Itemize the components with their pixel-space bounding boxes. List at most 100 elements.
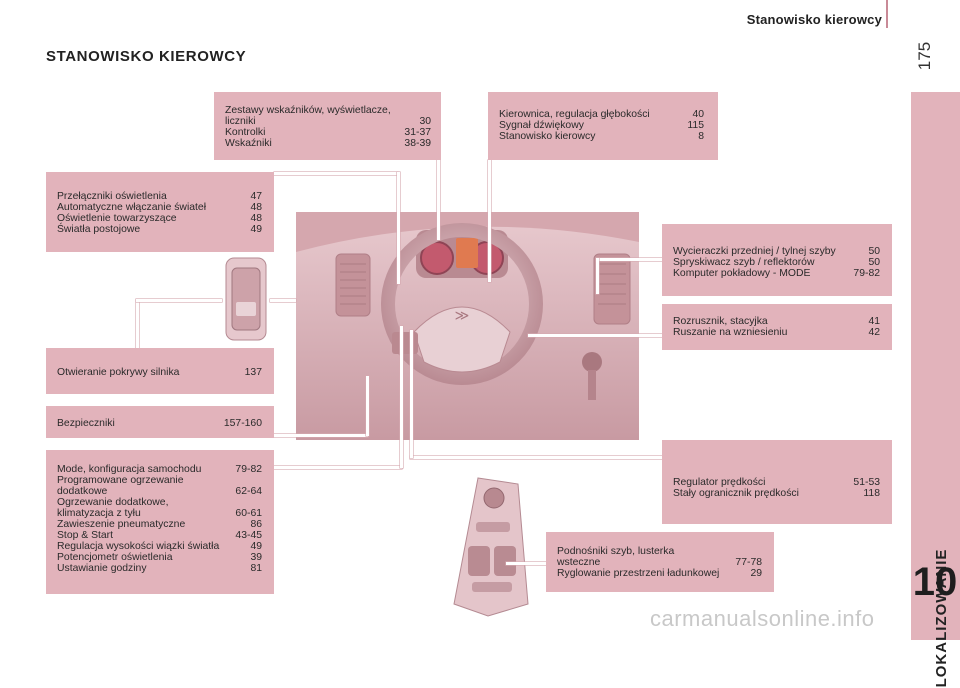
entry-label: Zawieszenie pneumatyczne <box>57 519 186 530</box>
modes-entry[interactable]: Regulacja wysokości wiązki światła 49 <box>57 541 262 552</box>
wipers-entry[interactable]: Komputer pokładowy - MODE 79-82 <box>673 268 880 279</box>
entry-page-ref[interactable]: 118 <box>863 488 880 499</box>
connector-windows <box>506 562 546 565</box>
entry-label: Komputer pokładowy - MODE <box>673 268 811 279</box>
entry-page-ref[interactable]: 30 <box>419 116 431 127</box>
entry-page-ref[interactable]: 31-37 <box>404 127 431 138</box>
entry-page-ref[interactable]: 8 <box>698 131 704 142</box>
entry-label: Spryskiwacz szyb / reflektorów <box>673 257 815 268</box>
connector-cruise <box>410 456 662 459</box>
entry-page-ref[interactable]: 50 <box>868 246 880 257</box>
lighting-entry[interactable]: Przełączniki oświetlenia 47 <box>57 191 262 202</box>
connector-modes <box>274 466 402 469</box>
fuses-entry[interactable]: Bezpieczniki 157-160 <box>57 418 262 429</box>
entry-page-ref[interactable]: 157-160 <box>223 418 262 429</box>
entry-label: Automatyczne włączanie świateł <box>57 202 207 213</box>
entry-page-ref[interactable]: 115 <box>687 120 704 131</box>
connector-modes-up <box>400 326 403 468</box>
entry-label: Stop & Start <box>57 530 114 541</box>
entry-label: Ustawianie godziny <box>57 563 147 574</box>
modes-entry[interactable]: Stop & Start 43-45 <box>57 530 262 541</box>
modes-entry[interactable]: Ogrzewanie dodatkowe, klimatyzacja z tył… <box>57 497 262 519</box>
entry-page-ref[interactable]: 49 <box>250 224 262 235</box>
wipers-entry[interactable]: Wycieraczki przedniej / tylnej szyby 50 <box>673 246 880 257</box>
header-rule <box>886 0 888 28</box>
entry-page-ref[interactable]: 137 <box>244 367 262 378</box>
entry-page-ref[interactable]: 39 <box>250 552 262 563</box>
connector-wipers <box>596 258 662 261</box>
entry-page-ref[interactable]: 86 <box>250 519 262 530</box>
entry-page-ref[interactable]: 41 <box>868 316 880 327</box>
instruments-entry[interactable]: Zestawy wskaźników, wyświetlacze, liczni… <box>225 105 431 127</box>
entry-page-ref[interactable]: 62-64 <box>235 486 262 497</box>
connector-lighting <box>274 172 398 175</box>
entry-page-ref[interactable]: 79-82 <box>235 464 262 475</box>
entry-page-ref[interactable]: 81 <box>250 563 262 574</box>
entry-label: Wycieraczki przedniej / tylnej szyby <box>673 246 836 257</box>
modes-entry[interactable]: Zawieszenie pneumatyczne 86 <box>57 519 262 530</box>
entry-label: Stanowisko kierowcy <box>499 131 596 142</box>
entry-page-ref[interactable]: 48 <box>250 202 262 213</box>
entry-page-ref[interactable]: 38-39 <box>404 138 431 149</box>
instruments-box: Zestawy wskaźników, wyświetlacze, liczni… <box>214 92 441 160</box>
cruise-entry[interactable]: Regulator prędkości 51-53 <box>673 477 880 488</box>
entry-page-ref[interactable]: 43-45 <box>235 530 262 541</box>
fuses-box: Bezpieczniki 157-160 <box>46 406 274 438</box>
connector-fuses-up <box>366 376 369 436</box>
entry-label: Regulator prędkości <box>673 477 766 488</box>
entry-label: Regulacja wysokości wiązki światła <box>57 541 220 552</box>
entry-label: Programowane ogrzewanie dodatkowe <box>57 475 184 497</box>
entry-page-ref[interactable]: 79-82 <box>853 268 880 279</box>
entry-page-ref[interactable]: 47 <box>250 191 262 202</box>
modes-entry[interactable]: Programowane ogrzewanie dodatkowe 62-64 <box>57 475 262 497</box>
lighting-entry[interactable]: Oświetlenie towarzyszące 48 <box>57 213 262 224</box>
steering-entry[interactable]: Stanowisko kierowcy 8 <box>499 131 704 142</box>
instruments-entry[interactable]: Wskaźniki 38-39 <box>225 138 431 149</box>
entry-page-ref[interactable]: 48 <box>250 213 262 224</box>
entry-page-ref[interactable]: 42 <box>868 327 880 338</box>
connector-bonnet-up <box>136 300 139 348</box>
connector-fuses <box>274 434 368 437</box>
ignition-entry[interactable]: Rozrusznik, stacyjka 41 <box>673 316 880 327</box>
entry-label: Ogrzewanie dodatkowe, klimatyzacja z tył… <box>57 497 169 519</box>
connector-wipers-down <box>596 258 599 294</box>
entry-label: Podnośniki szyb, lusterka wsteczne <box>557 546 675 568</box>
entry-page-ref[interactable]: 40 <box>692 109 704 120</box>
modes-entry[interactable]: Ustawianie godziny 81 <box>57 563 262 574</box>
bonnet-release-handle-drawing <box>225 257 267 341</box>
entry-page-ref[interactable]: 60-61 <box>235 508 262 519</box>
entry-page-ref[interactable]: 29 <box>750 568 762 579</box>
entry-label: Wskaźniki <box>225 138 272 149</box>
entry-page-ref[interactable]: 50 <box>868 257 880 268</box>
lighting-entry[interactable]: Automatyczne włączanie świateł 48 <box>57 202 262 213</box>
entry-page-ref[interactable]: 51-53 <box>853 477 880 488</box>
entry-label: Stały ogranicznik prędkości <box>673 488 799 499</box>
cruise-entry[interactable]: Stały ogranicznik prędkości 118 <box>673 488 880 499</box>
connector-ignition <box>528 334 662 337</box>
entry-label: Bezpieczniki <box>57 418 115 429</box>
entry-label: Rozrusznik, stacyjka <box>673 316 768 327</box>
wipers-entry[interactable]: Spryskiwacz szyb / reflektorów 50 <box>673 257 880 268</box>
entry-page-ref[interactable]: 77-78 <box>735 557 762 568</box>
dashboard-illustration: ≫ <box>296 212 639 440</box>
entry-label: Przełączniki oświetlenia <box>57 191 167 202</box>
windows-entry[interactable]: Podnośniki szyb, lusterka wsteczne 77-78 <box>557 546 762 568</box>
chapter-side-tab[interactable] <box>911 92 960 640</box>
entry-label: Oświetlenie towarzyszące <box>57 213 177 224</box>
entry-page-ref[interactable]: 49 <box>250 541 262 552</box>
